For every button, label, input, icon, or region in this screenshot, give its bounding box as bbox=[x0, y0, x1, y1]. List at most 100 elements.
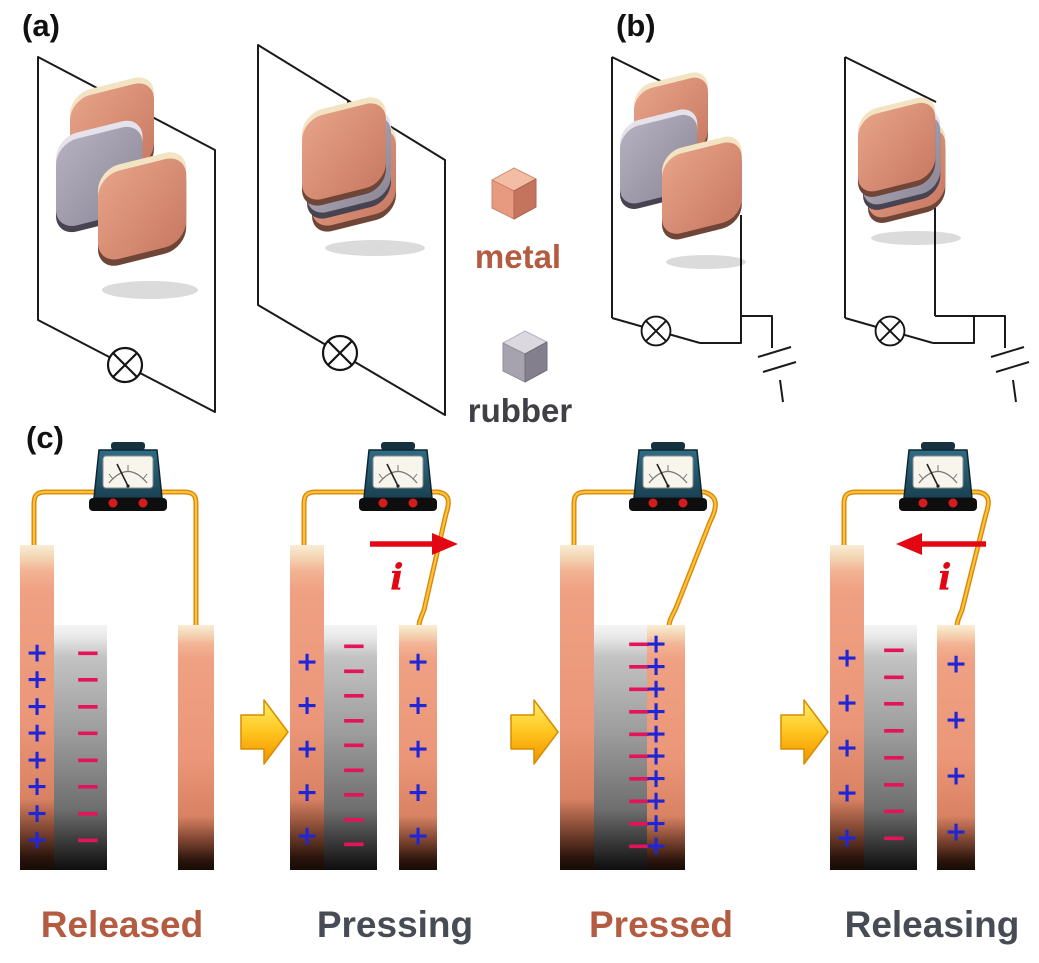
lamp-icon bbox=[640, 315, 672, 347]
panel-b-circuit-separated bbox=[611, 56, 797, 403]
plate-shadow bbox=[666, 255, 746, 269]
meter-wire-left-core bbox=[32, 490, 96, 548]
minus-charge: − bbox=[881, 632, 907, 668]
transition-arrow-icon bbox=[510, 699, 559, 765]
minus-charge: − bbox=[626, 783, 652, 819]
lamp-icon bbox=[874, 315, 906, 347]
circuit-wire bbox=[933, 316, 975, 344]
minus-charge: − bbox=[341, 826, 367, 862]
plus-charge: + bbox=[26, 744, 49, 775]
meter-wire-right-core bbox=[955, 490, 990, 629]
plus-charge: + bbox=[296, 690, 319, 721]
meter-wire-right bbox=[159, 489, 199, 629]
meter-wire-right-core bbox=[417, 490, 450, 629]
stage-label: Pressed bbox=[589, 904, 733, 945]
stage-releasing: i +++++−−−−−−−−++++ Releasing bbox=[830, 441, 1020, 945]
transition-arrow-icon bbox=[240, 699, 289, 765]
charges-layer: −−−−−−−−−−++++++++++ bbox=[626, 626, 667, 864]
plus-charge: + bbox=[836, 688, 859, 719]
plus-charge: + bbox=[407, 690, 430, 721]
minus-charge: − bbox=[881, 686, 907, 722]
minus-charge: − bbox=[75, 769, 101, 805]
minus-charge: − bbox=[626, 671, 652, 707]
stage-label: Released bbox=[41, 904, 204, 945]
circuit-wire bbox=[844, 56, 937, 103]
rubber-layer bbox=[864, 625, 917, 870]
meter-wire-left-core bbox=[842, 490, 906, 548]
meter-wire-left bbox=[571, 489, 637, 549]
circuit-loop bbox=[37, 56, 216, 413]
minus-charge: − bbox=[881, 713, 907, 749]
stage-label: Releasing bbox=[845, 904, 1020, 945]
circuit-wire bbox=[935, 315, 1006, 348]
rubber-layer bbox=[54, 625, 107, 870]
minus-charge: − bbox=[626, 806, 652, 842]
right-electrode bbox=[937, 625, 975, 870]
minus-charge: − bbox=[75, 822, 101, 858]
meter-wire-right-core bbox=[667, 490, 717, 629]
minus-charge: − bbox=[341, 801, 367, 837]
minus-charge: − bbox=[626, 761, 652, 797]
current-arrow-head bbox=[432, 533, 458, 555]
current-arrow-right: i bbox=[370, 533, 458, 599]
plus-charge: + bbox=[407, 777, 430, 808]
minus-charge: − bbox=[341, 678, 367, 714]
minus-charge: − bbox=[341, 653, 367, 689]
left-electrode bbox=[830, 545, 864, 870]
plus-charge: + bbox=[945, 817, 968, 848]
plus-charge: + bbox=[645, 808, 668, 839]
plus-charge: + bbox=[407, 734, 430, 765]
minus-charge: − bbox=[75, 662, 101, 698]
plus-charge: + bbox=[296, 734, 319, 765]
plus-charge: + bbox=[645, 629, 668, 660]
minus-charge: − bbox=[341, 628, 367, 664]
minus-charge: − bbox=[341, 777, 367, 813]
charges-layer: ++++++++−−−−−−−− bbox=[26, 635, 101, 858]
plus-charge: + bbox=[645, 718, 668, 749]
plus-charge: + bbox=[26, 825, 49, 856]
panel-b-label: (b) bbox=[616, 8, 656, 43]
switch-contact bbox=[990, 346, 1025, 358]
right-electrode bbox=[178, 625, 214, 870]
panel-b-circuit-pressed bbox=[844, 56, 1030, 403]
rubber-label: rubber bbox=[468, 392, 573, 429]
plus-charge: + bbox=[945, 761, 968, 792]
metal-label: metal bbox=[475, 238, 561, 275]
plus-charge: + bbox=[945, 705, 968, 736]
plus-charge: + bbox=[26, 664, 49, 695]
lamp-icon bbox=[106, 346, 144, 384]
stage-pressing: i +++++−−−−−−−−−+++++ Pressing bbox=[290, 441, 473, 945]
galvanometer-icon bbox=[898, 441, 978, 512]
panel-a-circuit-pressed bbox=[257, 44, 446, 416]
minus-charge: − bbox=[881, 659, 907, 695]
rubber-layer bbox=[324, 625, 377, 870]
minus-charge: − bbox=[75, 635, 101, 671]
plus-charge: + bbox=[836, 823, 859, 854]
minus-charge: − bbox=[626, 693, 652, 729]
panel-c-label: (c) bbox=[26, 420, 64, 455]
plate-shadow bbox=[102, 281, 198, 299]
circuit-wire bbox=[741, 315, 773, 348]
plus-charge: + bbox=[645, 741, 668, 772]
meter-wire-left bbox=[31, 489, 97, 549]
stage-label: Pressing bbox=[317, 904, 473, 945]
plus-charge: + bbox=[836, 643, 859, 674]
left-electrode bbox=[20, 545, 54, 870]
minus-charge: − bbox=[881, 739, 907, 775]
plus-charge: + bbox=[945, 649, 968, 680]
minus-charge: − bbox=[75, 795, 101, 831]
plus-charge: + bbox=[26, 638, 49, 669]
right-electrode bbox=[399, 625, 437, 870]
left-electrode bbox=[290, 545, 324, 870]
legend: metal rubber bbox=[468, 167, 573, 429]
minus-charge: − bbox=[626, 738, 652, 774]
plus-charge: + bbox=[645, 763, 668, 794]
meter-wire-left-core bbox=[572, 490, 636, 548]
plus-charge: + bbox=[645, 786, 668, 817]
meter-wire-right bbox=[416, 489, 451, 630]
current-symbol: i bbox=[938, 557, 952, 599]
plus-charge: + bbox=[836, 733, 859, 764]
plus-charge: + bbox=[26, 718, 49, 749]
charges-layer: +++++−−−−−−−−−+++++ bbox=[296, 628, 430, 862]
